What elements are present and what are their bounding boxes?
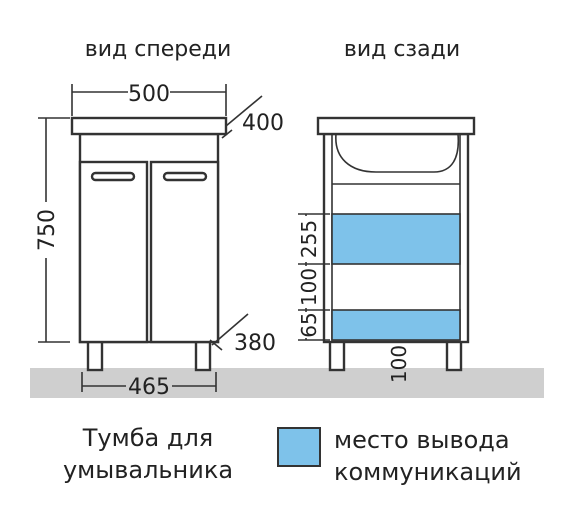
front-width-label: 500: [128, 82, 170, 107]
communication-zone-lower: [331, 309, 461, 341]
caption-line-1: Тумба для: [82, 424, 213, 452]
front-view: [70, 116, 228, 372]
height-label: 750: [35, 209, 60, 251]
caption-line-2: умывальника: [63, 456, 233, 484]
depth-top-dimension: 400: [221, 95, 284, 139]
depth-top-label: 400: [242, 111, 284, 136]
floor-strip: [30, 368, 544, 398]
height-dimension: 750: [35, 117, 70, 343]
back-countertop: [316, 116, 476, 136]
zone-upper-label: 255: [297, 220, 321, 258]
plinth-width-label: 465: [128, 375, 170, 400]
depth-bottom-dimension: 380: [209, 313, 276, 356]
front-view-title: вид спереди: [85, 37, 232, 62]
back-view-title: вид сзади: [344, 37, 460, 62]
back-zone-dimensions: 255 100 65: [296, 213, 330, 341]
back-view: [316, 116, 476, 372]
plinth-width-dimension: 465: [81, 372, 217, 400]
left-door-handle: [90, 171, 136, 182]
zone-gap-label: 100: [297, 268, 321, 306]
zone-lower-label: 65: [297, 312, 321, 337]
front-left-leg: [86, 338, 104, 372]
legend-swatch: [277, 427, 321, 467]
legend-line-2: коммуникаций: [334, 458, 522, 486]
front-right-leg: [194, 338, 212, 372]
legend-line-1: место вывода: [334, 426, 510, 454]
bottom-offset-label: 100: [387, 345, 411, 383]
sink-bowl: [335, 133, 460, 173]
front-left-door: [78, 160, 149, 344]
front-countertop: [70, 116, 228, 136]
right-door-handle: [162, 171, 208, 182]
front-right-door: [149, 160, 220, 344]
back-right-leg: [445, 338, 463, 372]
front-width-dimension: 500: [71, 82, 227, 116]
communication-zone-upper: [331, 213, 461, 265]
depth-bottom-label: 380: [234, 331, 276, 356]
back-left-leg: [328, 338, 346, 372]
